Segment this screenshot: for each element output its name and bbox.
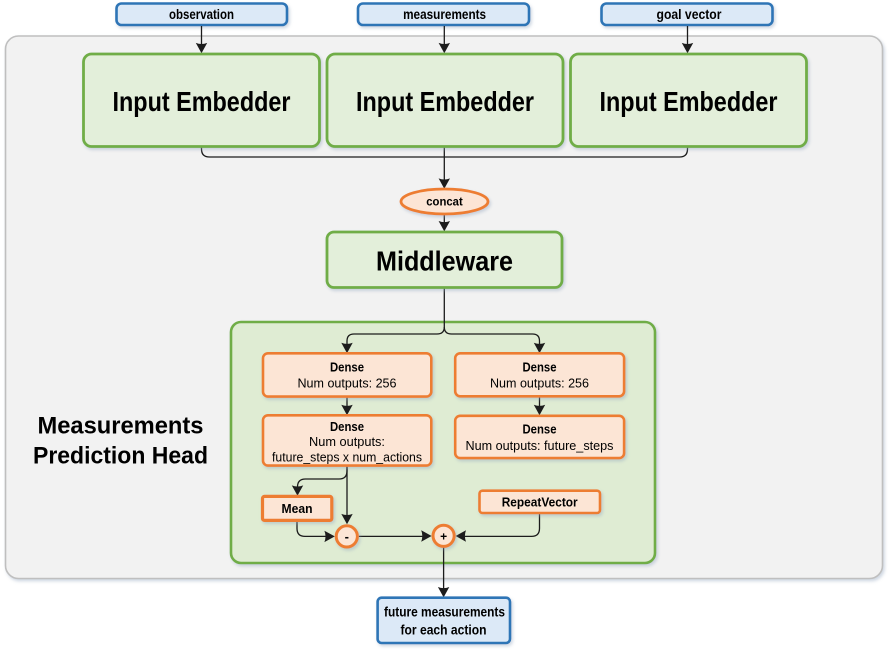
svg-text:+: +	[440, 529, 447, 543]
svg-text:future measurements: future measurements	[384, 604, 505, 620]
svg-text:observation: observation	[169, 6, 234, 22]
svg-text:concat: concat	[426, 196, 463, 208]
svg-text:Dense: Dense	[330, 360, 364, 375]
svg-text:measurements: measurements	[403, 6, 486, 22]
svg-text:Middleware: Middleware	[376, 246, 513, 277]
svg-text:Measurements: Measurements	[38, 413, 204, 440]
svg-text:for each action: for each action	[401, 622, 487, 638]
svg-text:Num outputs: future_steps: Num outputs: future_steps	[466, 438, 614, 453]
svg-text:Num outputs:: Num outputs:	[309, 434, 385, 449]
svg-text:Num outputs: 256: Num outputs: 256	[490, 376, 589, 391]
svg-text:Num outputs: 256: Num outputs: 256	[298, 376, 397, 391]
svg-text:Input Embedder: Input Embedder	[356, 86, 534, 117]
svg-text:Mean: Mean	[282, 501, 313, 516]
svg-text:-: -	[345, 529, 349, 544]
svg-text:goal vector: goal vector	[657, 6, 722, 22]
svg-text:Dense: Dense	[330, 419, 364, 434]
svg-text:Dense: Dense	[523, 360, 557, 375]
svg-text:Dense: Dense	[523, 421, 557, 436]
svg-text:RepeatVector: RepeatVector	[502, 495, 578, 510]
svg-text:Input Embedder: Input Embedder	[113, 86, 291, 117]
svg-text:Input Embedder: Input Embedder	[600, 86, 778, 117]
svg-text:Prediction Head: Prediction Head	[33, 443, 208, 470]
svg-text:future_steps x num_actions: future_steps x num_actions	[272, 449, 422, 464]
